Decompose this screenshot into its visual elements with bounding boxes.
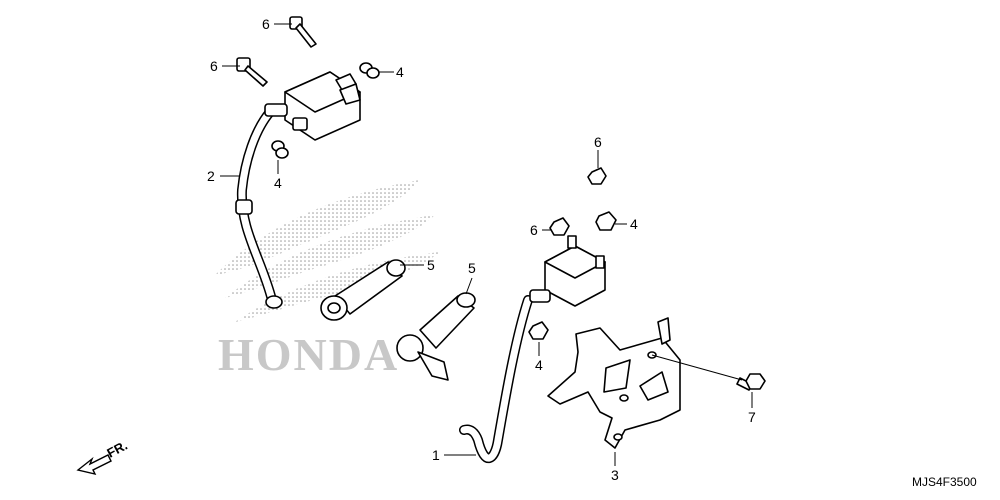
callout-labels: 6 6 4 2 4 5 5 6 6 4 4 1 3 7 [207, 16, 756, 483]
honda-wordmark: HONDA [218, 329, 399, 380]
callout-5a: 5 [427, 257, 435, 273]
callout-6d: 6 [530, 222, 538, 238]
nut-4c [595, 211, 617, 231]
spark-plug-cap-upper [320, 259, 406, 321]
nut-4a [359, 62, 380, 79]
coil-mounting-bracket [547, 317, 681, 449]
nut-4d [528, 321, 549, 340]
callout-6b: 6 [210, 58, 218, 74]
diagram-code: MJS4F3500 [912, 475, 977, 489]
nut-4b [271, 140, 289, 159]
callout-5b: 5 [468, 260, 476, 276]
bolt-6a [289, 16, 317, 48]
bolt-7 [736, 373, 766, 391]
callout-6a: 6 [262, 16, 270, 32]
callout-4c: 4 [630, 216, 638, 232]
ignition-coil-lower [459, 235, 606, 463]
callout-4a: 4 [396, 64, 404, 80]
callout-7: 7 [748, 409, 756, 425]
bolt-6c [587, 167, 607, 185]
front-direction-arrow-icon: FR. [76, 438, 130, 476]
bolt-6b [236, 57, 268, 87]
callout-2: 2 [207, 168, 215, 184]
callout-4b: 4 [274, 175, 282, 191]
leader-lines [220, 23, 753, 466]
callout-3: 3 [611, 467, 619, 483]
bolt-6d [549, 217, 570, 236]
callout-1: 1 [432, 447, 440, 463]
callout-6c: 6 [594, 134, 602, 150]
callout-4d: 4 [535, 357, 543, 373]
ignition-coil-upper [235, 71, 361, 309]
spark-plug-cap-lower [396, 292, 476, 381]
